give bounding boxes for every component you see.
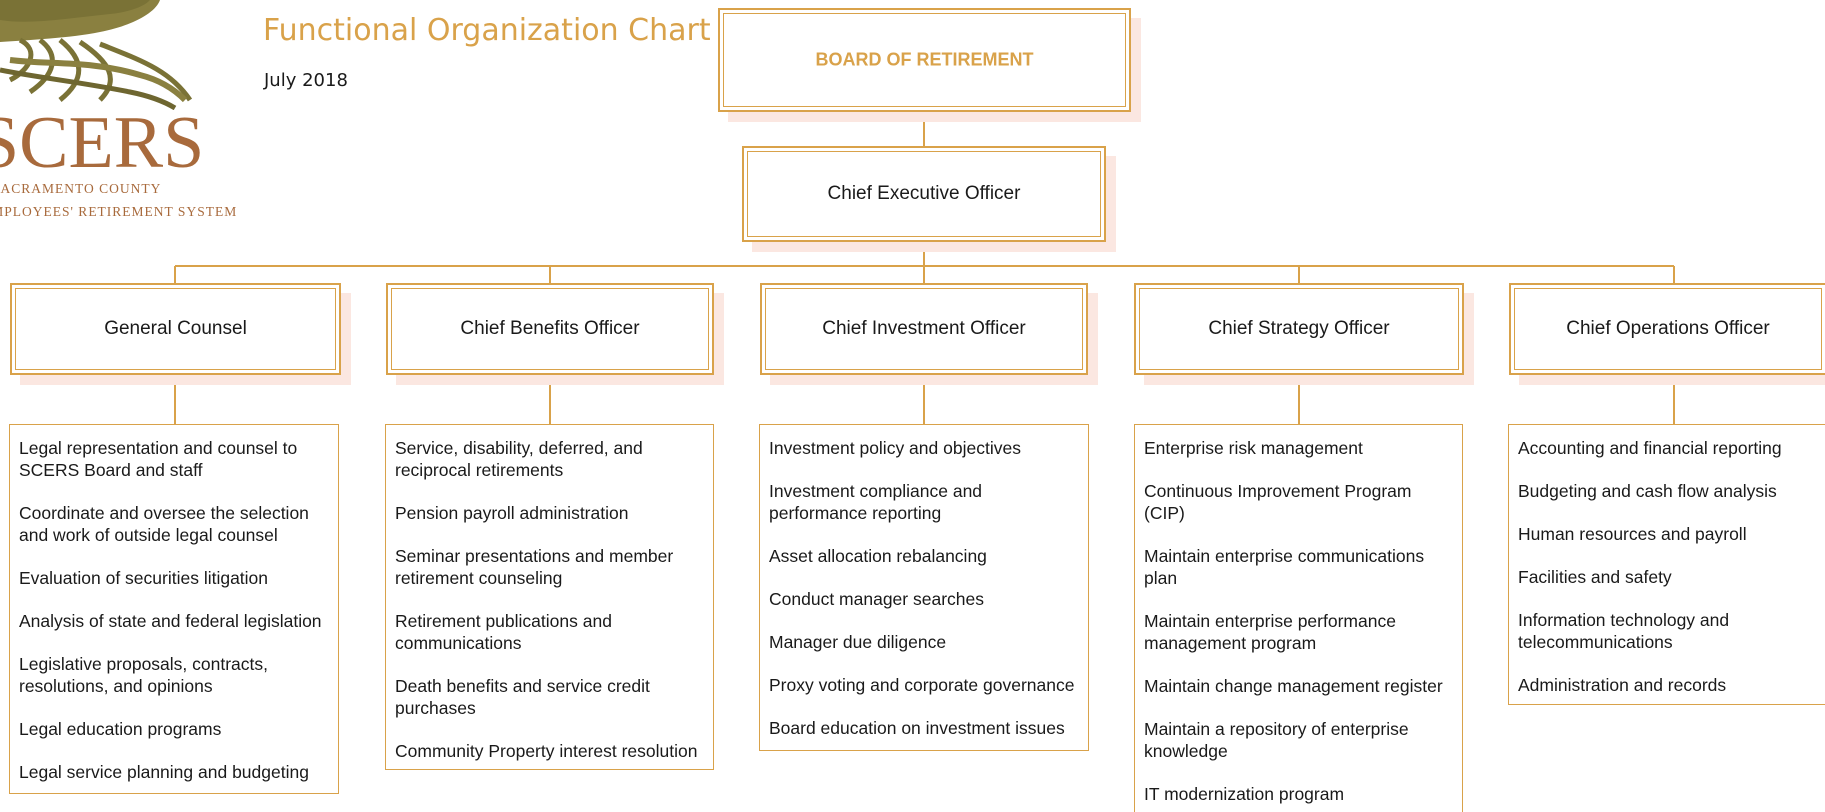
list-item: Maintain change management register [1144, 676, 1443, 696]
list-item: Investment policy and objectives [769, 438, 1021, 458]
list-item: Community Property interest resolution [395, 741, 698, 761]
responsibilities-chief-operations-officer: Accounting and financial reporting Budge… [1508, 424, 1825, 705]
list-item: Legal education programs [19, 719, 222, 739]
responsibilities-chief-benefits-officer: Service, disability, deferred, and recip… [385, 424, 714, 770]
list-item: Service, disability, deferred, and recip… [395, 438, 643, 480]
list-item: Facilities and safety [1518, 567, 1672, 587]
dept-title: Chief Benefits Officer [460, 318, 640, 339]
scers-logo: SCERS SACRAMENTO COUNTY EMPLOYEES' RETIR… [0, 0, 290, 230]
list-item: Maintain enterprise communications plan [1144, 546, 1425, 588]
list-item: Retirement publications and communicatio… [395, 611, 612, 653]
list-item: Maintain a repository of enterprise know… [1144, 719, 1409, 761]
list-item: Evaluation of securities litigation [19, 568, 269, 588]
list-item: Administration and records [1518, 675, 1727, 695]
tree-icon [0, 0, 193, 110]
list-item: Accounting and financial reporting [1518, 438, 1782, 458]
dept-title: Chief Strategy Officer [1208, 318, 1390, 339]
logo-line-1: SACRAMENTO COUNTY [0, 181, 162, 196]
logo-wordmark: SCERS [0, 102, 205, 184]
list-item: Investment compliance and performance re… [769, 481, 983, 523]
list-item: Information technology and telecommunica… [1518, 610, 1730, 652]
dept-title: Chief Investment Officer [822, 318, 1026, 339]
list-item: Board education on investment issues [769, 718, 1065, 738]
list-item: Asset allocation rebalancing [769, 546, 987, 566]
list-item: Legal representation and counsel to SCER… [19, 438, 298, 480]
list-item: Continuous Improvement Program (CIP) [1144, 481, 1412, 523]
dept-box-general-counsel: General Counsel [10, 283, 341, 375]
responsibilities-chief-strategy-officer: Enterprise risk management Continuous Im… [1134, 424, 1463, 812]
dept-box-chief-strategy-officer: Chief Strategy Officer [1134, 283, 1464, 375]
responsibilities-chief-investment-officer: Investment policy and objectives Investm… [759, 424, 1089, 751]
page-date: July 2018 [264, 70, 348, 91]
list-item: Enterprise risk management [1144, 438, 1363, 458]
list-item: Human resources and payroll [1518, 524, 1747, 544]
board-label: BOARD OF RETIREMENT [815, 49, 1034, 70]
dept-box-chief-operations-officer: Chief Operations Officer [1509, 283, 1825, 375]
list-item: Legislative proposals, contracts, resolu… [19, 654, 269, 696]
responsibilities-general-counsel: Legal representation and counsel to SCER… [9, 424, 339, 794]
list-item: Pension payroll administration [395, 503, 629, 523]
list-item: Conduct manager searches [769, 589, 984, 609]
ceo-box: Chief Executive Officer [742, 146, 1106, 242]
list-item: Coordinate and oversee the selection and… [19, 503, 309, 545]
board-box: BOARD OF RETIREMENT [718, 8, 1131, 112]
list-item: IT modernization program [1144, 784, 1345, 804]
list-item: Seminar presentations and member retirem… [395, 546, 674, 588]
list-item: Budgeting and cash flow analysis [1518, 481, 1777, 501]
dept-box-chief-investment-officer: Chief Investment Officer [760, 283, 1088, 375]
logo-line-2: EMPLOYEES' RETIREMENT SYSTEM [0, 204, 238, 219]
dept-title: General Counsel [104, 318, 247, 339]
list-item: Death benefits and service credit purcha… [395, 676, 650, 718]
ceo-label: Chief Executive Officer [827, 183, 1021, 204]
list-item: Legal service planning and budgeting [19, 762, 309, 782]
dept-title: Chief Operations Officer [1566, 318, 1770, 339]
dept-box-chief-benefits-officer: Chief Benefits Officer [386, 283, 714, 375]
list-item: Maintain enterprise performance manageme… [1144, 611, 1396, 653]
list-item: Proxy voting and corporate governance [769, 675, 1075, 695]
list-item: Analysis of state and federal legislatio… [19, 611, 322, 631]
page-title: Functional Organization Chart [263, 13, 711, 48]
list-item: Manager due diligence [769, 632, 947, 652]
